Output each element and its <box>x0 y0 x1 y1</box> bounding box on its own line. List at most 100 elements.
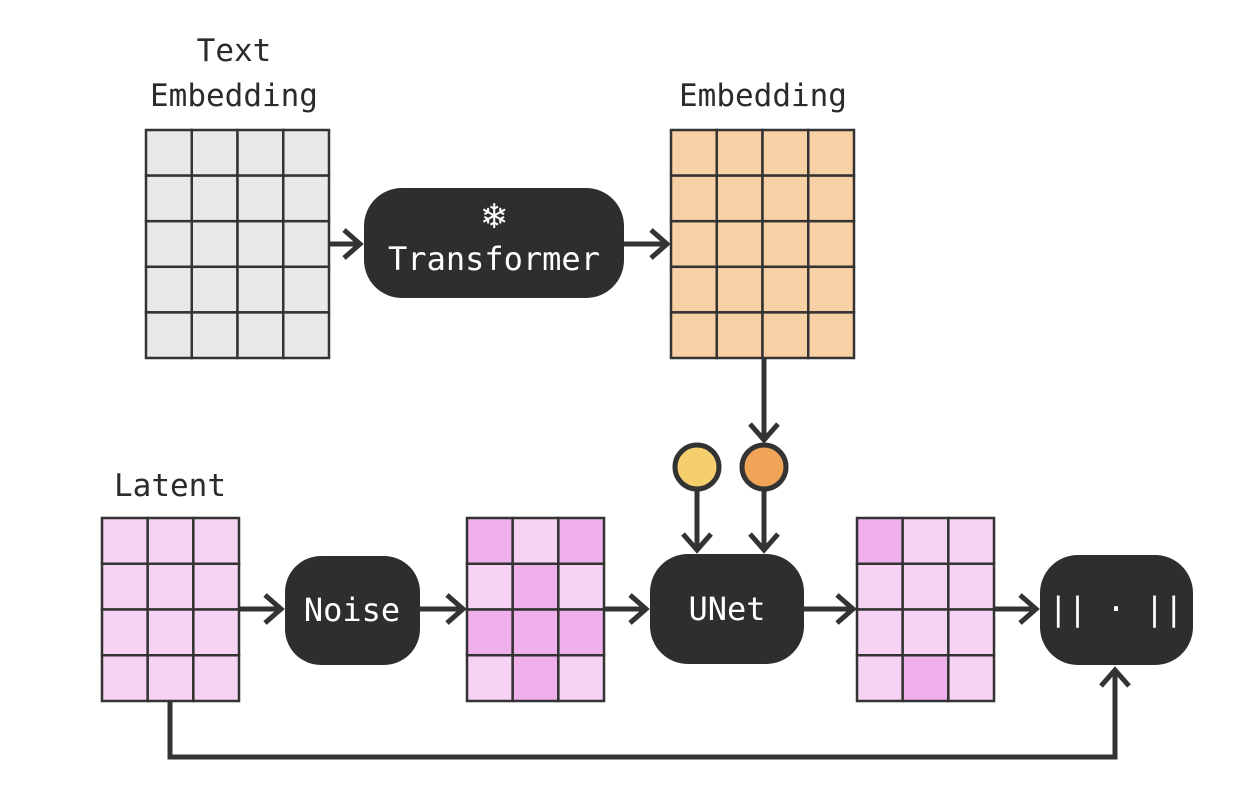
grid-cell <box>192 562 241 611</box>
arrowhead <box>342 228 364 260</box>
arrowhead <box>748 422 780 444</box>
grid-cell <box>144 265 193 314</box>
grid-cell <box>761 174 810 223</box>
grid-cell <box>236 128 285 177</box>
embedding-label: Embedding <box>679 78 847 114</box>
grid-cell <box>465 516 514 565</box>
grid-cell <box>236 311 285 360</box>
noise-box <box>285 556 420 665</box>
norm-node: || · || <box>1040 555 1193 665</box>
yellow-dot <box>672 442 722 492</box>
grid-cell <box>190 219 239 269</box>
grid-cell <box>807 265 856 314</box>
grid-cell <box>282 311 331 360</box>
arrowhead <box>628 593 650 625</box>
grid-cell <box>236 265 285 314</box>
grid-cell <box>715 219 764 269</box>
grid-cell <box>855 654 904 703</box>
grid-cell <box>947 516 996 565</box>
grid-cell <box>807 174 856 223</box>
grid-cell <box>901 516 950 565</box>
grid-cell <box>557 654 606 703</box>
arrowhead <box>681 532 713 554</box>
grid-cell <box>192 654 241 703</box>
grid-cell <box>144 219 193 269</box>
grid-cell <box>807 128 856 177</box>
grid-cell <box>144 174 193 223</box>
grid-cell <box>100 608 149 657</box>
grid-cell <box>807 311 856 360</box>
arrowhead <box>1018 593 1040 625</box>
grid-cell <box>100 562 149 611</box>
orange-dot <box>739 442 789 492</box>
latent-grid <box>100 516 241 703</box>
grid-cell <box>282 219 331 269</box>
grid-cell <box>282 265 331 314</box>
grid-cell <box>715 265 764 314</box>
grid-cell <box>190 311 239 360</box>
grid-cell <box>557 608 606 657</box>
grid-cell <box>947 654 996 703</box>
latent-label: Latent <box>114 468 226 504</box>
transformer-node: ❄ Transformer <box>364 188 624 298</box>
transformer-label: Transformer <box>388 240 600 278</box>
grid-cell <box>715 128 764 177</box>
noise-label: Noise <box>304 591 400 629</box>
arrowhead <box>835 593 857 625</box>
grid-cell <box>761 219 810 269</box>
arrowhead <box>445 593 467 625</box>
grid-cell <box>511 608 560 657</box>
grid-cell <box>144 311 193 360</box>
snowflake-icon: ❄ <box>480 197 509 237</box>
grid-cell <box>100 516 149 565</box>
grid-cell <box>146 516 195 565</box>
grid-cell <box>901 654 950 703</box>
grid-cell <box>947 608 996 657</box>
grid-cell <box>236 219 285 269</box>
text-embedding-label-line1: Text <box>197 33 272 69</box>
arrowhead <box>1099 666 1131 688</box>
grid-cell <box>146 608 195 657</box>
text-embedding-grid <box>144 128 331 360</box>
grid-cell <box>511 562 560 611</box>
grid-cell <box>511 654 560 703</box>
denoised-latent-grid <box>855 516 996 703</box>
grid-cell <box>282 174 331 223</box>
grid-cell <box>192 608 241 657</box>
grid-cell <box>236 174 285 223</box>
arrowhead <box>748 532 780 554</box>
grid-cell <box>282 128 331 177</box>
noisy-latent-grid <box>465 516 606 703</box>
unet-label: UNet <box>688 590 765 628</box>
edges <box>167 228 1131 760</box>
grid-cell <box>190 174 239 223</box>
embedding-grid <box>669 128 856 360</box>
grid-cell <box>465 562 514 611</box>
transformer-box <box>364 188 624 298</box>
grid-cell <box>901 608 950 657</box>
grid-cell <box>144 128 193 177</box>
grid-cell <box>465 608 514 657</box>
grid-cell <box>669 311 718 360</box>
grid-cell <box>465 654 514 703</box>
grid-cell <box>557 562 606 611</box>
grid-cell <box>947 562 996 611</box>
grid-cell <box>511 516 560 565</box>
unet-node: UNet <box>650 554 804 664</box>
grid-cell <box>855 562 904 611</box>
arrowhead <box>263 593 285 625</box>
norm-box <box>1040 555 1193 665</box>
unet-box <box>650 554 804 664</box>
grid-cell <box>901 562 950 611</box>
text-embedding-label-line2: Embedding <box>150 78 318 114</box>
grid-cell <box>192 516 241 565</box>
grid-cell <box>761 311 810 360</box>
grid-cell <box>190 265 239 314</box>
grid-cell <box>807 219 856 269</box>
grid-cell <box>669 265 718 314</box>
grid-cell <box>669 128 718 177</box>
grid-cell <box>715 311 764 360</box>
grid-cell <box>761 128 810 177</box>
